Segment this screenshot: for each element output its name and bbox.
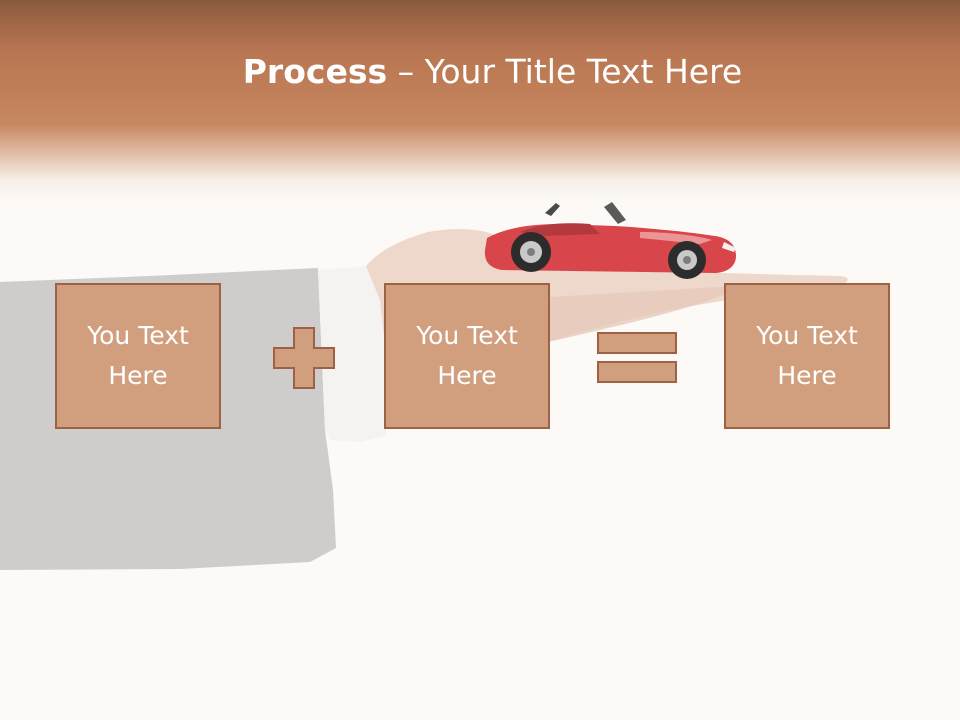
process-box-1[interactable]: You Text Here: [55, 283, 221, 429]
process-box-2[interactable]: You Text Here: [384, 283, 550, 429]
title-bold: Process: [242, 52, 388, 91]
page-title: Process – Your Title Text Here: [0, 52, 960, 91]
palm-shadow: [505, 286, 740, 344]
process-box-3-text: You Text Here: [756, 321, 858, 390]
title-separator: –: [387, 52, 425, 91]
toy-car-icon: [484, 202, 736, 279]
process-box-1-text: You Text Here: [87, 321, 189, 390]
plus-icon: [273, 327, 335, 389]
equals-icon: [597, 332, 677, 383]
shirt-cuff: [318, 266, 386, 442]
process-box-3[interactable]: You Text Here: [724, 283, 890, 429]
header-band: [0, 0, 960, 200]
process-box-2-text: You Text Here: [416, 321, 518, 390]
title-rest: Your Title Text Here: [424, 52, 743, 91]
